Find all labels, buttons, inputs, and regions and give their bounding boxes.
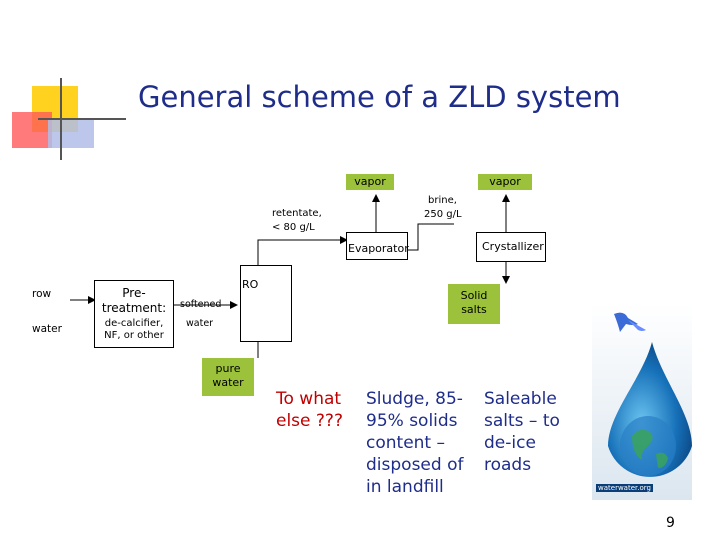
decor-blue-square [48, 120, 94, 148]
slide-title: General scheme of a ZLD system [138, 80, 621, 114]
solid-salts-tag: Solid salts [448, 284, 500, 324]
question-note: To what else ??? [276, 389, 343, 431]
vapor-right-tag: vapor [478, 174, 532, 190]
evaporator-box [346, 232, 408, 260]
pretreatment-box: Pre-treatment: de-calcifier, NF, or othe… [94, 280, 174, 348]
crystallizer-label: Crystallizer [482, 240, 544, 253]
sludge-note: Sludge, 85-95% solids content – disposed… [366, 389, 464, 497]
retentate-line2: < 80 g/L [272, 222, 315, 233]
retentate-line1: retentate, [272, 208, 322, 219]
vapor-left-tag: vapor [346, 174, 394, 190]
ro-label: RO [242, 278, 259, 291]
ro-box [240, 265, 292, 342]
water-drop-image [592, 304, 692, 500]
pure-water-tag: pure water [202, 358, 254, 396]
saleable-note: Saleable salts – to de-ice roads [484, 389, 560, 475]
pretreatment-detail: de-calcifier, NF, or other [104, 318, 164, 341]
brine-line1: brine, [428, 195, 457, 206]
input-label-top: row [32, 288, 52, 300]
brine-line2: 250 g/L [424, 209, 462, 220]
pretreatment-label: Pre-treatment: [101, 286, 167, 315]
evaporator-label: Evaporator [348, 242, 409, 255]
softened-label-bottom: water [186, 318, 214, 329]
input-label-bottom: water [32, 323, 62, 335]
softened-label-top: softened [180, 299, 222, 310]
image-caption: waterwater.org [596, 484, 653, 492]
page-number: 9 [666, 515, 675, 531]
decor-horizontal-line [38, 118, 126, 120]
crystallizer-box [476, 232, 546, 262]
